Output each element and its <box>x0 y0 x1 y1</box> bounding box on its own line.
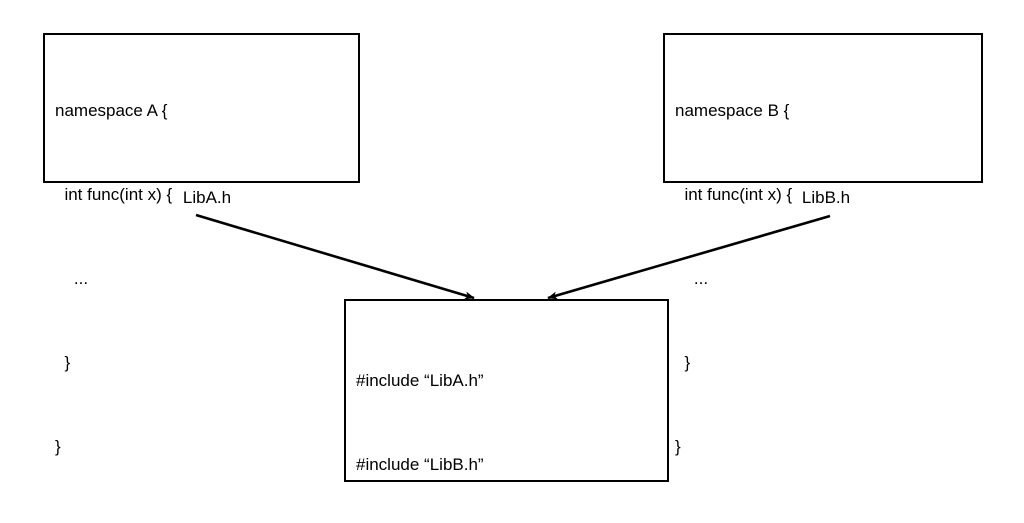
file-label-liba: LibA.h <box>182 188 232 207</box>
code-box-libb: namespace B { int func(int x) { ... } } <box>663 33 983 456</box>
code-line: } <box>55 353 71 372</box>
code-box-liba: namespace A { int func(int x) { ... } } <box>43 33 360 456</box>
file-label-libb: LibB.h <box>801 188 851 207</box>
code-box-main: #include “LibA.h” #include “LibB.h” int … <box>344 299 669 482</box>
code-line: namespace A { <box>55 101 168 120</box>
code-line: namespace B { <box>675 101 790 120</box>
code-line: } <box>675 437 681 456</box>
code-line: } <box>675 353 691 372</box>
code-body-libb: namespace B { int func(int x) { ... } } <box>675 41 977 517</box>
code-line: ... <box>55 269 89 288</box>
code-line: } <box>55 437 61 456</box>
code-line: #include “LibB.h” <box>356 455 484 474</box>
code-body-liba: namespace A { int func(int x) { ... } } <box>55 41 354 517</box>
code-line: int func(int x) { <box>675 185 793 204</box>
code-body-main: #include “LibA.h” #include “LibB.h” int … <box>356 311 663 523</box>
code-line: #include “LibA.h” <box>356 371 484 390</box>
code-line: int func(int x) { <box>55 185 173 204</box>
code-line: ... <box>675 269 709 288</box>
